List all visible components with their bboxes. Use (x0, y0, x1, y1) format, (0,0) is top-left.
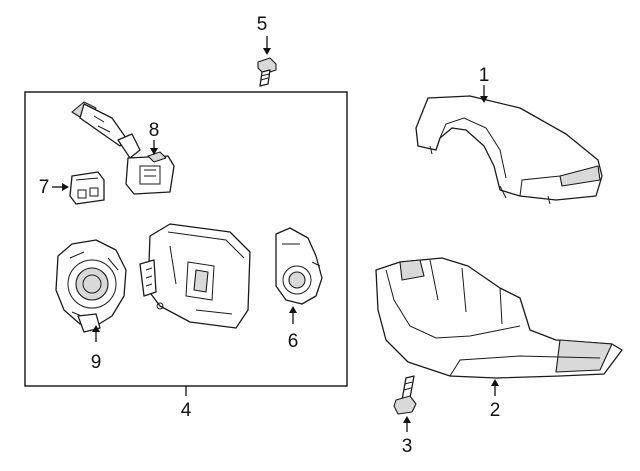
callout-4-number: 4 (181, 400, 192, 421)
callout-7-number: 7 (39, 177, 50, 198)
callout-2: 2 (490, 379, 501, 421)
part-2-lower-shroud (375, 257, 623, 379)
callout-6-number: 6 (288, 331, 299, 352)
part-5-bolt (257, 57, 277, 87)
callout-1: 1 (479, 65, 490, 103)
callout-6-arrowhead (289, 306, 297, 313)
callout-1-arrowhead (480, 96, 488, 103)
callout-8-number: 8 (149, 120, 160, 141)
callout-9-arrowhead (92, 325, 100, 332)
callout-5-arrowhead (263, 48, 271, 55)
part-3-screw (393, 375, 417, 415)
callout-9: 9 (91, 325, 102, 373)
part-7-switch (69, 171, 105, 205)
callout-7-arrowhead (62, 183, 69, 191)
callout-9-number: 9 (91, 352, 102, 373)
callout-8-arrowhead (150, 148, 158, 155)
callout-5: 5 (257, 14, 271, 55)
callout-1-number: 1 (479, 65, 490, 86)
callout-6: 6 (288, 306, 299, 352)
part-1-upper-shroud (415, 95, 603, 205)
callout-8: 8 (149, 120, 160, 155)
callout-2-arrowhead (491, 379, 499, 386)
part-6-sensor (275, 227, 323, 305)
part-8-switch-lever (71, 101, 175, 195)
callout-3: 3 (402, 416, 413, 457)
part-9-clock-spring (55, 239, 127, 333)
callout-2-number: 2 (490, 400, 501, 421)
callout-4: 4 (181, 386, 192, 421)
steering-column-control-module (139, 223, 251, 329)
callout-3-number: 3 (402, 436, 413, 457)
callout-3-arrowhead (403, 416, 411, 423)
callout-5-number: 5 (257, 14, 268, 35)
callout-7: 7 (39, 177, 69, 198)
